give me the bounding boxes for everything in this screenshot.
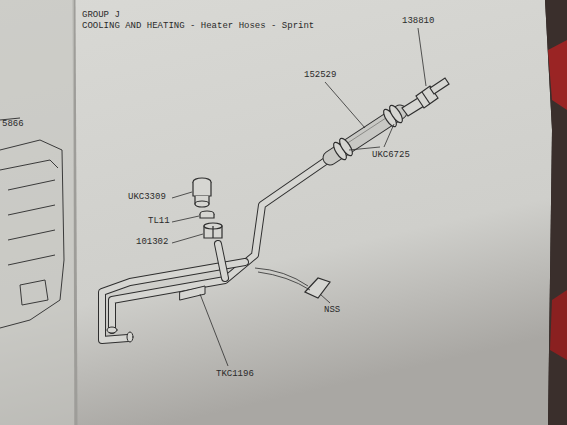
background bbox=[545, 0, 567, 425]
page-title: COOLING AND HEATING - Heater Hoses - Spr… bbox=[82, 22, 314, 31]
callout-number: 138810 bbox=[402, 17, 434, 26]
bookmark-ribbon bbox=[548, 40, 567, 110]
pipe-clip bbox=[255, 268, 330, 298]
facing-page bbox=[0, 0, 74, 425]
adaptor bbox=[204, 223, 222, 238]
engine-outline bbox=[0, 118, 64, 328]
callout-number: NSS bbox=[324, 306, 340, 315]
callout-number: TL11 bbox=[148, 217, 170, 226]
temperature-switch bbox=[193, 178, 211, 207]
callout-number: TKC1196 bbox=[216, 370, 254, 379]
callout-number: 5866 bbox=[2, 120, 24, 129]
leader-line bbox=[172, 28, 426, 366]
heater-pipe bbox=[102, 158, 330, 342]
bookmark-ribbon bbox=[550, 290, 567, 360]
callout-number: 101302 bbox=[136, 238, 168, 247]
callout-number: UKC3309 bbox=[128, 193, 166, 202]
group-heading: GROUP J bbox=[82, 11, 120, 20]
page-gutter bbox=[74, 0, 76, 425]
catalogue-page bbox=[0, 0, 552, 425]
callout-number: UKC6725 bbox=[372, 151, 410, 160]
callout-number: 152529 bbox=[304, 71, 336, 80]
sealing-washer bbox=[200, 211, 214, 218]
